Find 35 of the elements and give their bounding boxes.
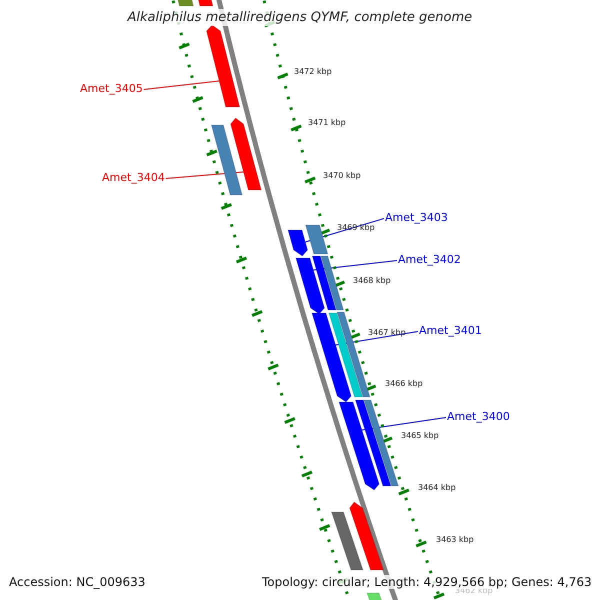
scale-label: 3471 kbp: [308, 118, 346, 128]
scale-label: 3462 kbp: [455, 586, 493, 596]
gene-block: [363, 400, 399, 486]
gene-block: [320, 256, 344, 310]
scale-label: 3470 kbp: [323, 171, 361, 181]
gene-block: [230, 117, 262, 190]
gene-label: Amet_3405: [80, 82, 143, 95]
scale-label: 3468 kbp: [353, 276, 391, 286]
gene-label: Amet_3400: [447, 410, 510, 423]
scale-label: 3463 kbp: [436, 535, 474, 545]
gene-block: [174, 0, 194, 6]
scale-label: 3472 kbp: [294, 67, 332, 77]
gene-block: [330, 512, 364, 570]
gene-block: [295, 258, 325, 315]
gene-block: [354, 400, 392, 486]
gene-block: [195, 0, 214, 6]
gene-block: [328, 312, 364, 398]
leader-line: [143, 80, 220, 90]
accession-text: Accession: NC_009633: [9, 575, 146, 589]
gene-label: Amet_3404: [102, 171, 165, 184]
gene-label: Amet_3403: [385, 211, 448, 224]
gene-block: [287, 230, 308, 257]
gene-label: Amet_3402: [398, 253, 461, 266]
scale-label: 3464 kbp: [418, 483, 456, 493]
gene-label: Amet_3401: [419, 324, 482, 337]
gene-block: [311, 312, 352, 403]
gene-block: [206, 24, 240, 108]
scale-label: 3465 kbp: [401, 431, 439, 441]
gene-block: [349, 501, 384, 570]
gene-block: [338, 402, 380, 491]
scale-label: 3466 kbp: [385, 379, 423, 389]
gene-block: [312, 256, 337, 310]
gene-block: [305, 224, 328, 254]
gene-block: [210, 124, 243, 196]
genome-stats-text: Topology: circular; Length: 4,929,566 bp; Genes: 4,763: [262, 575, 592, 589]
